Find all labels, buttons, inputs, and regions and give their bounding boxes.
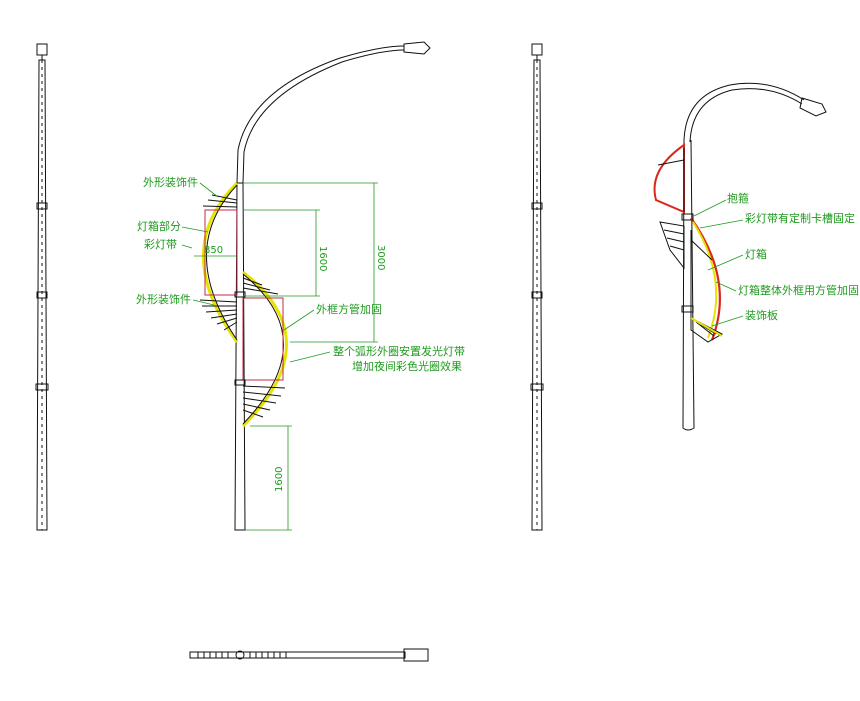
label-outer-decoration-bottom: 外形装饰件	[136, 292, 191, 306]
side-lamp-head-left	[36, 43, 48, 56]
perspective-lamp-head	[799, 97, 827, 117]
label-frame-square-tube: 外框方管加固	[316, 302, 382, 316]
label-hoop: 抱箍	[727, 191, 749, 205]
dim-1600-upper: 1600	[317, 246, 328, 271]
perspective-hoop-2	[681, 305, 694, 313]
label-light-box-part: 灯箱部分	[137, 219, 181, 233]
top-view-fins	[197, 652, 287, 658]
label-outer-decoration-top: 外形装饰件	[143, 175, 198, 189]
label-frame-note: 灯箱整体外框用方管加固	[738, 283, 859, 297]
top-view	[189, 648, 429, 662]
perspective-hoop-1	[681, 213, 694, 221]
top-view-pole	[235, 650, 245, 660]
side-view-left	[35, 43, 49, 531]
label-note-line2: 增加夜间彩色光圈效果	[352, 359, 462, 373]
label-note-line1: 整个弧形外圈安置发光灯带	[333, 344, 465, 358]
perspective-upper-fins	[659, 221, 685, 270]
front-labels: 外形装饰件 灯箱部分 彩灯带 外形装饰件 外框方管加固 整个弧形外圈安置发光灯带…	[136, 175, 465, 373]
front-dimensions: 850 1600 3000 1600	[194, 182, 386, 531]
lower-deco-fins	[242, 277, 286, 418]
upper-deco-fins	[199, 194, 238, 331]
perspective-lower-fins	[690, 317, 724, 343]
perspective-view	[653, 82, 827, 431]
hoop-front-2	[234, 379, 246, 386]
perspective-yellow-strip	[692, 221, 718, 339]
lower-led-strip	[241, 270, 288, 428]
label-color-strip: 彩灯带	[144, 238, 177, 251]
side-lamp-head-right	[531, 43, 543, 56]
lamp-arm	[236, 45, 405, 184]
pole-shaft-left	[36, 59, 48, 531]
pole-shaft-right	[531, 59, 543, 531]
label-strip-fixing: 彩灯带有定制卡槽固定	[745, 211, 855, 225]
top-view-arm	[189, 651, 406, 659]
perspective-arm-inner	[689, 88, 803, 143]
front-view	[199, 41, 431, 531]
dim-850: 850	[204, 245, 223, 256]
label-light-box: 灯箱	[745, 247, 767, 261]
hoop-front-1	[234, 291, 246, 298]
dim-1600-lower: 1600	[274, 467, 285, 492]
perspective-arm	[683, 82, 805, 141]
dim-3000: 3000	[375, 245, 386, 270]
pole-shaft-perspective	[682, 139, 695, 431]
upper-light-box	[204, 209, 238, 296]
label-deco-plate: 装饰板	[745, 308, 778, 322]
lamp-arm-inner	[242, 49, 405, 184]
lower-light-box	[242, 297, 284, 381]
top-view-lamp-head	[403, 648, 429, 662]
perspective-upper-arc	[653, 143, 685, 214]
side-view-right	[530, 43, 544, 531]
perspective-labels: 抱箍 彩灯带有定制卡槽固定 灯箱 灯箱整体外框用方管加固 装饰板	[693, 191, 859, 327]
lamp-head-front	[403, 41, 431, 55]
